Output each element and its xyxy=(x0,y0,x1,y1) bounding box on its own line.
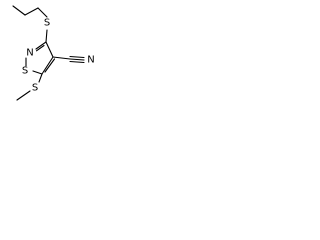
bond-s-c3 xyxy=(45,29,48,43)
bond-propyl-c3-s xyxy=(37,7,48,18)
atom-label-ring-nitrogen: N xyxy=(26,48,33,59)
bond-nitrile-1 xyxy=(69,58,85,61)
atom-label-sulfur-methyl: S xyxy=(32,83,38,94)
bond-c5-s xyxy=(38,73,43,83)
bond-c4-cn xyxy=(52,56,71,60)
bond-c5-c4 xyxy=(41,56,54,75)
bond-propyl-c1-c2 xyxy=(12,5,26,16)
bond-s-methyl xyxy=(16,90,31,101)
bond-s1-c5 xyxy=(32,70,43,75)
molecule-structure: S N S N S xyxy=(12,5,95,101)
bond-c3-n2 xyxy=(35,41,47,50)
atom-label-sulfur-propyl: S xyxy=(44,18,50,29)
bond-c3-n2-double xyxy=(35,44,45,52)
bond-c5-c4-double xyxy=(44,58,56,73)
bond-nitrile-3 xyxy=(69,60,85,64)
bond-propyl-c2-c3 xyxy=(24,7,39,16)
bond-nitrile-2 xyxy=(69,55,85,59)
atom-label-nitrile-nitrogen: N xyxy=(87,55,94,66)
atom-label-ring-sulfur: S xyxy=(22,66,28,77)
bond-c4-c3 xyxy=(45,41,54,58)
